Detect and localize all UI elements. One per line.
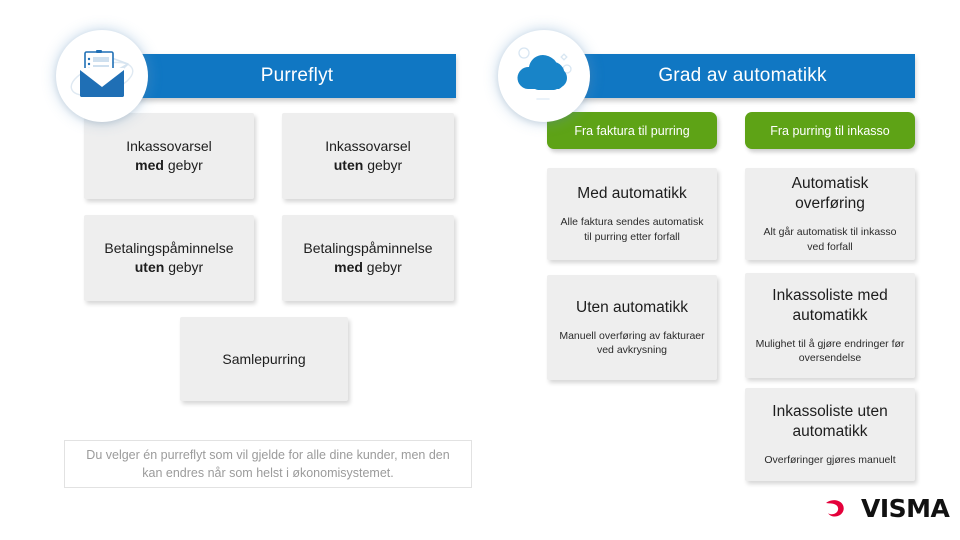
card-inkassoliste-uten-automatikk[interactable]: Inkassoliste uten automatikk Overføringe… bbox=[745, 388, 915, 481]
envelope-mail-icon-badge bbox=[56, 30, 148, 122]
card-title: Samlepurring bbox=[222, 350, 306, 367]
card-inkassovarsel-uten-gebyr[interactable]: Inkassovarsel uten gebyr bbox=[282, 113, 454, 199]
card-med-automatikk[interactable]: Med automatikk Alle faktura sendes autom… bbox=[547, 168, 717, 260]
cloud-icon-badge bbox=[498, 30, 590, 122]
pill-label: Fra purring til inkasso bbox=[770, 123, 890, 138]
card-automatisk-overforing[interactable]: Automatisk overføring Alt går automatisk… bbox=[745, 168, 915, 260]
card-title: Med automatikk bbox=[577, 185, 687, 203]
card-subtitle: Overføringer gjøres manuelt bbox=[764, 454, 896, 467]
card-inkassoliste-med-automatikk[interactable]: Inkassoliste med automatikk Mulighet til… bbox=[745, 273, 915, 378]
visma-logo: VISMA bbox=[824, 494, 950, 523]
card-title: Automatisk overføring bbox=[791, 175, 869, 213]
pill-label: Fra faktura til purring bbox=[574, 123, 690, 138]
card-title: Inkassovarsel med gebyr bbox=[126, 138, 212, 173]
card-subtitle: Alle faktura sendes automatisk til purri… bbox=[560, 216, 704, 243]
purreflyt-info-note: Du velger én purreflyt som vil gjelde fo… bbox=[64, 440, 472, 488]
visma-swoosh-icon bbox=[826, 499, 844, 517]
card-subtitle: Mulighet til å gjøre endringer før overs… bbox=[755, 337, 905, 365]
grad-av-automatikk-header-bar: Grad av automatikk bbox=[530, 54, 915, 98]
card-title: Inkassoliste uten automatikk bbox=[772, 402, 888, 440]
card-subtitle: Manuell overføring av fakturaer ved avkr… bbox=[559, 329, 705, 357]
card-title: Betalingspåminnelse med gebyr bbox=[303, 240, 433, 275]
card-inkassovarsel-med-gebyr[interactable]: Inkassovarsel med gebyr bbox=[84, 113, 254, 199]
card-betalingspaminnelse-uten-gebyr[interactable]: Betalingspåminnelse uten gebyr bbox=[84, 215, 254, 301]
card-uten-automatikk[interactable]: Uten automatikk Manuell overføring av fa… bbox=[547, 275, 717, 380]
visma-wordmark: VISMA bbox=[861, 494, 950, 523]
card-title: Betalingspåminnelse uten gebyr bbox=[104, 240, 234, 275]
card-betalingspaminnelse-med-gebyr[interactable]: Betalingspåminnelse med gebyr bbox=[282, 215, 454, 301]
page-title-purreflyt: Purreflyt bbox=[260, 65, 334, 86]
card-title: Uten automatikk bbox=[576, 298, 688, 316]
card-subtitle: Alt går automatisk til inkasso ved forfa… bbox=[763, 226, 897, 253]
pill-fra-purring-til-inkasso[interactable]: Fra purring til inkasso bbox=[745, 112, 915, 149]
cloud-icon bbox=[517, 47, 572, 100]
purreflyt-header-bar: Purreflyt bbox=[88, 54, 456, 98]
card-title: Inkassoliste med automatikk bbox=[772, 286, 888, 324]
page-title-grad-av-automatikk: Grad av automatikk bbox=[658, 65, 827, 86]
envelope-mail-icon bbox=[70, 50, 134, 97]
pill-fra-faktura-til-purring[interactable]: Fra faktura til purring bbox=[547, 112, 717, 149]
card-samlepurring[interactable]: Samlepurring bbox=[180, 317, 348, 401]
note-text: Du velger én purreflyt som vil gjelde fo… bbox=[86, 447, 450, 480]
card-title: Inkassovarsel uten gebyr bbox=[325, 138, 411, 173]
